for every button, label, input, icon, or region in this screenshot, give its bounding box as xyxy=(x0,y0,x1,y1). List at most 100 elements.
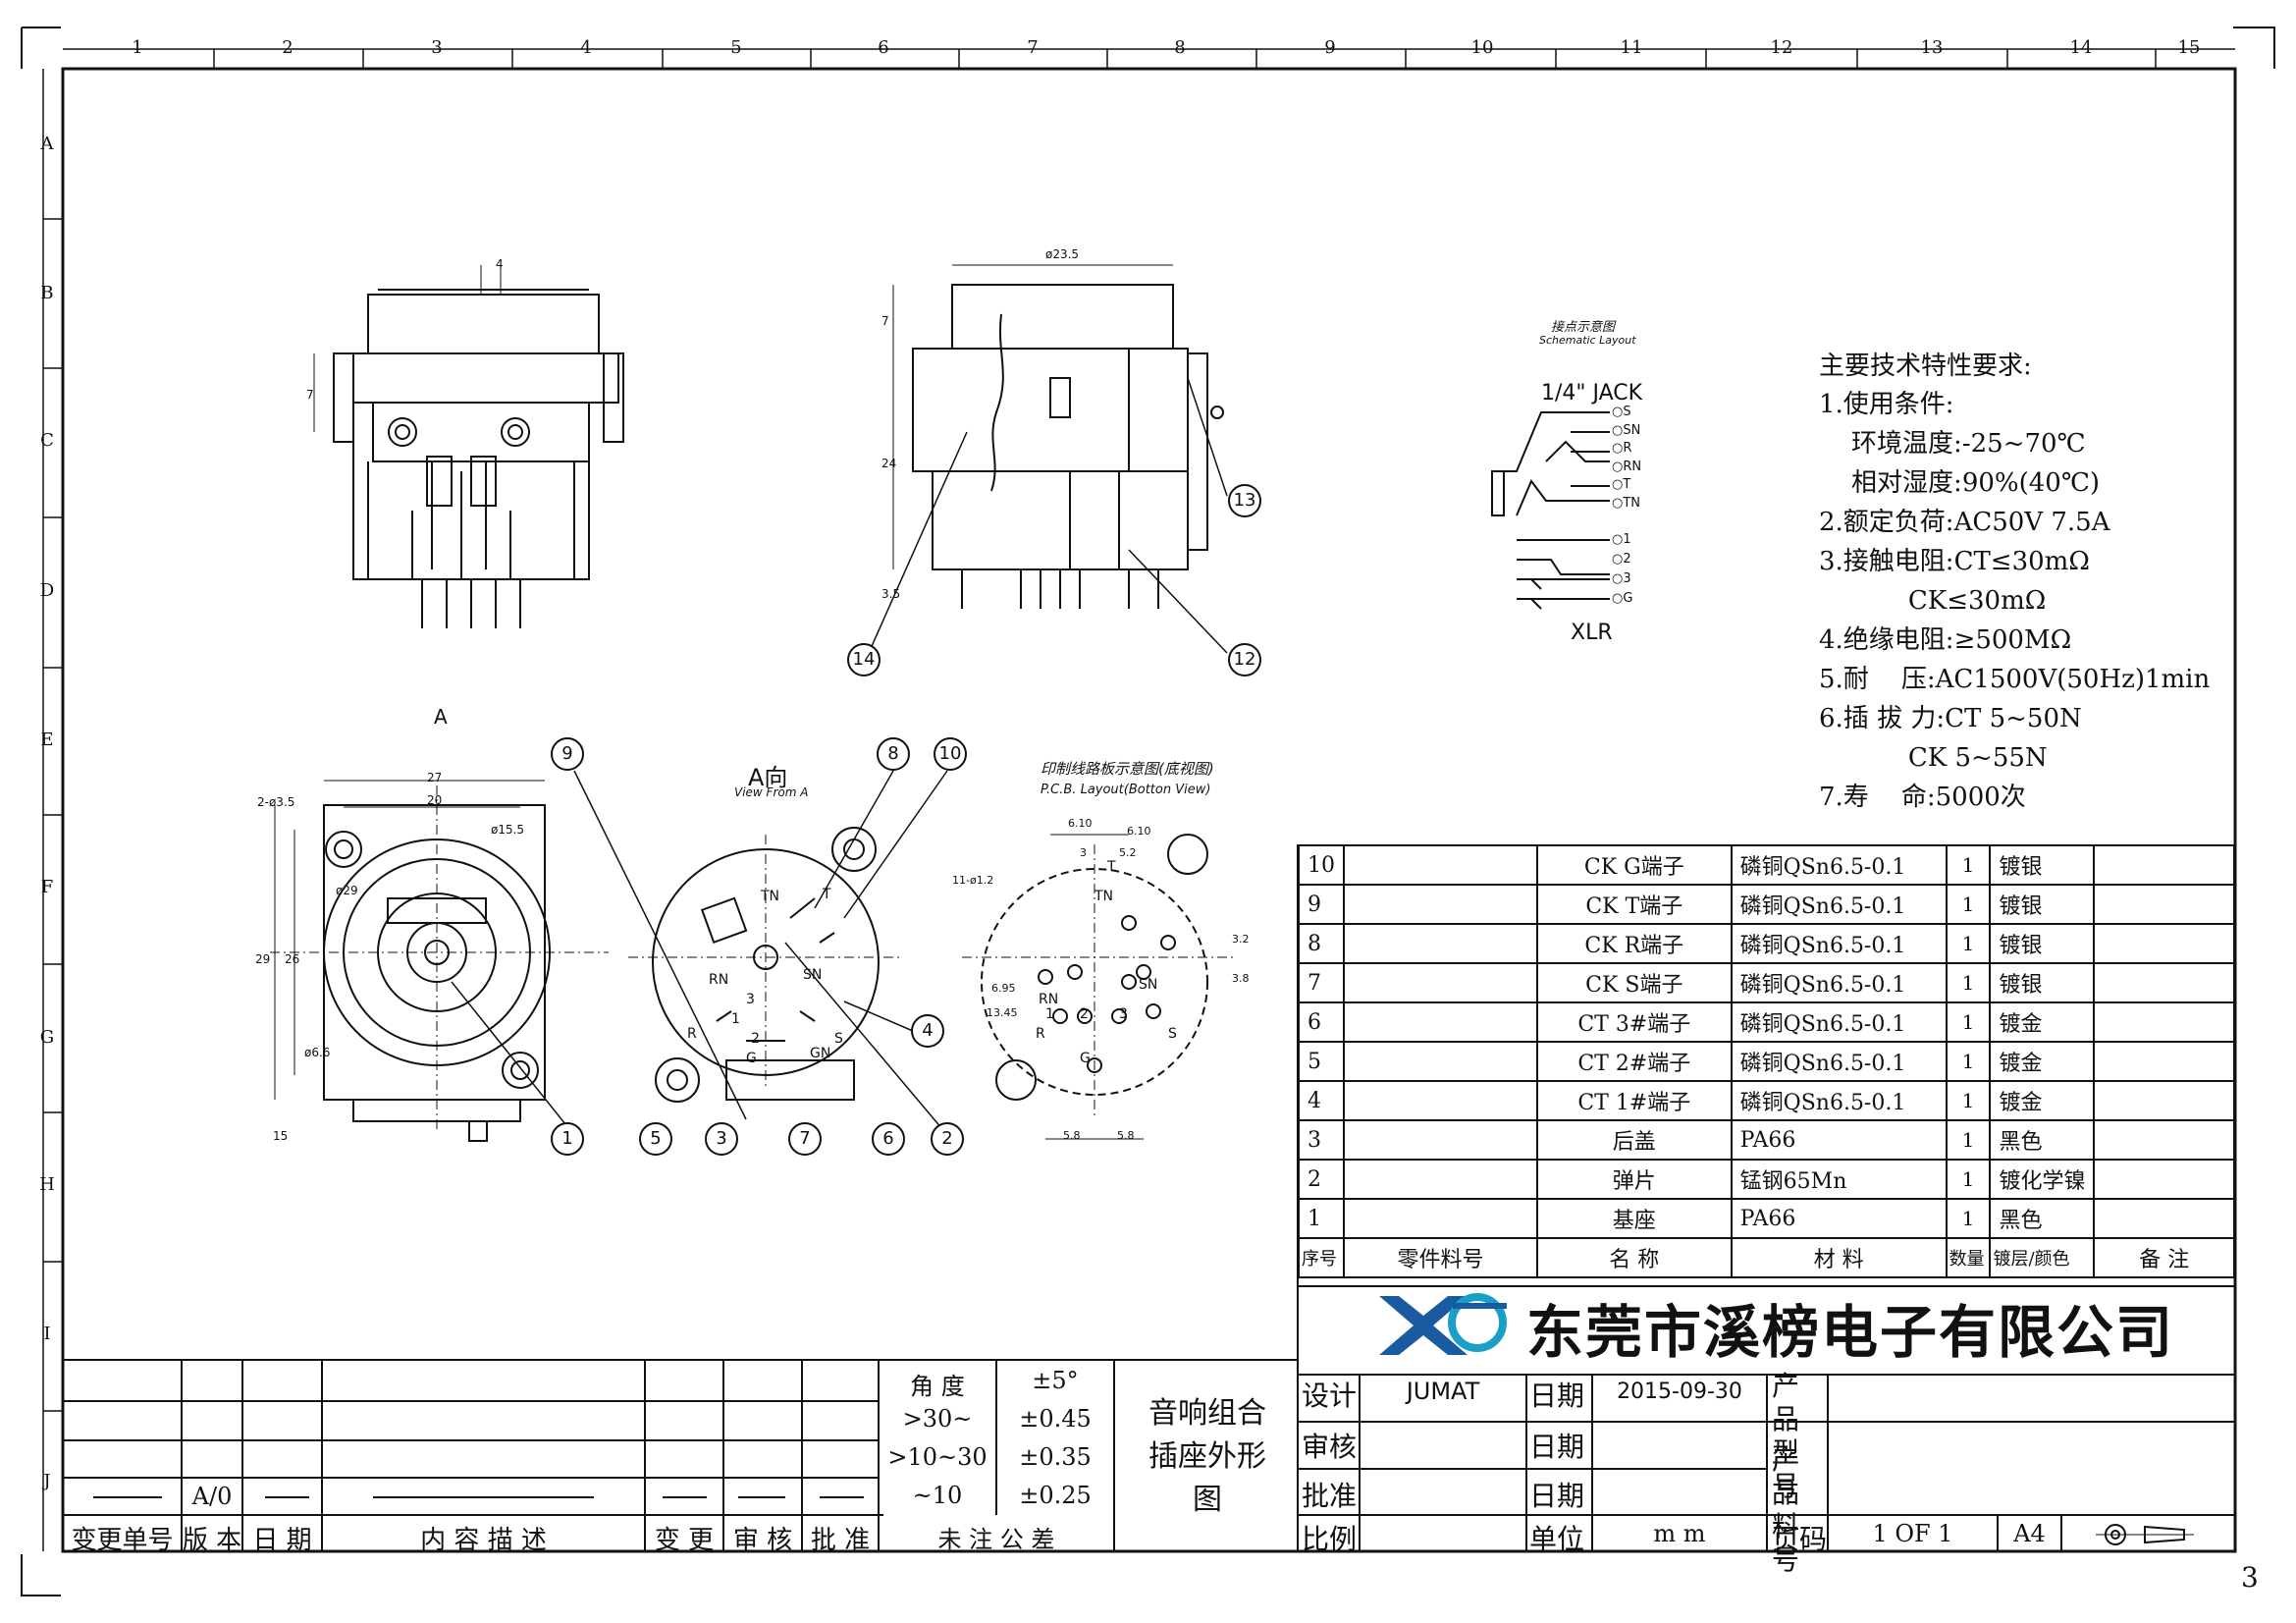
ruler-ticks xyxy=(43,49,2157,1412)
bom-cell-finish: 镀金 xyxy=(1989,1001,2096,1043)
projection-symbol-icon xyxy=(2096,1524,2194,1545)
ruler-column-5: 5 xyxy=(730,37,742,58)
callout-9: 9 xyxy=(551,737,584,771)
dim-pcb-1: 3 xyxy=(1080,846,1087,859)
tech-line-5: 3.接触电阻:CT≤30mΩ xyxy=(1819,547,2090,576)
xlr-label: XLR xyxy=(1571,621,1613,645)
pcb-pin-TN: TN xyxy=(1095,889,1114,904)
ruler-column-9: 9 xyxy=(1324,37,1336,58)
bom-cell-finish: 镀金 xyxy=(1989,1041,2096,1082)
front-pin-TN: TN xyxy=(761,889,780,904)
ruler-column-1: 1 xyxy=(132,37,143,58)
drawing-name: 音响组合插座外形图 xyxy=(1148,1396,1266,1517)
ruler-row-G: G xyxy=(39,1027,55,1048)
bom-cell-no: 8 xyxy=(1298,923,1345,964)
bom-cell-no: 4 xyxy=(1298,1080,1345,1121)
tech-line-6: CK≤30mΩ xyxy=(1819,586,2047,616)
bom-cell-name: 弹片 xyxy=(1535,1159,1733,1200)
dim-top-1: 7 xyxy=(306,388,314,402)
bom-cell-finish: 镀化学镍 xyxy=(1989,1159,2096,1200)
title-block-grid xyxy=(63,844,2235,1551)
bom-cell-part_no xyxy=(1343,1080,1538,1121)
bom-cell-finish: 镀金 xyxy=(1989,1080,2096,1121)
bom-cell-qty: 1 xyxy=(1945,1001,1992,1043)
ruler-row-D: D xyxy=(39,580,55,601)
callout-14: 14 xyxy=(847,643,881,676)
bom-cell-qty: 1 xyxy=(1945,1119,1992,1161)
tolerance-label-3: >10~30 xyxy=(887,1443,988,1471)
bom-cell-part_no xyxy=(1343,1041,1538,1082)
callout-4: 4 xyxy=(911,1014,944,1048)
view-a-subtitle: View From A xyxy=(734,785,809,799)
front-pin-3: 3 xyxy=(746,992,755,1007)
bom-cell-material: 锰钢65Mn xyxy=(1730,1159,1948,1200)
revision-header-5: 变 更 xyxy=(654,1526,715,1555)
bom-header-qty: 数量 xyxy=(1945,1237,1992,1278)
revision-version: A/0 xyxy=(191,1483,233,1510)
revision-header-4: 内 容 描 述 xyxy=(420,1526,547,1555)
crop-mark-tl xyxy=(21,27,61,69)
callout-7: 7 xyxy=(788,1122,822,1156)
dim-side-1: 7 xyxy=(881,314,889,328)
callout-2: 2 xyxy=(931,1122,964,1156)
callout-13: 13 xyxy=(1228,484,1261,517)
bom-cell-no: 7 xyxy=(1298,962,1345,1003)
ruler-column-2: 2 xyxy=(282,37,294,58)
bom-cell-name: CT 3#端子 xyxy=(1535,1001,1733,1043)
design-value: JUMAT xyxy=(1406,1378,1480,1405)
scale-label: 比例 xyxy=(1302,1523,1358,1555)
bom-cell-name: CK S端子 xyxy=(1535,962,1733,1003)
dim-front-2: ø15.5 xyxy=(491,823,525,837)
bom-cell-finish: 黑色 xyxy=(1989,1198,2096,1239)
bom-cell-finish: 镀银 xyxy=(1989,923,2096,964)
tech-line-11: 7.寿 命:5000次 xyxy=(1819,783,2026,812)
bom-cell-qty: 1 xyxy=(1945,1198,1992,1239)
page-label: 页码 xyxy=(1772,1523,1828,1555)
unit-value: m m xyxy=(1653,1520,1706,1547)
bom-cell-material: PA66 xyxy=(1730,1119,1948,1161)
bom-cell-qty: 1 xyxy=(1945,1080,1992,1121)
approve-label: 批准 xyxy=(1302,1480,1358,1512)
tech-line-3: 相对湿度:90%(40℃) xyxy=(1819,468,2101,498)
bom-cell-no: 2 xyxy=(1298,1159,1345,1200)
jack-pin-T: ○T xyxy=(1612,477,1631,492)
dim-front-4: ø6.6 xyxy=(304,1046,331,1059)
bom-cell-material: 磷铜QSn6.5-0.1 xyxy=(1730,1080,1948,1121)
bom-cell-material: 磷铜QSn6.5-0.1 xyxy=(1730,884,1948,925)
tech-line-8: 5.耐 压:AC1500V(50Hz)1min xyxy=(1819,665,2211,694)
dim-front-7: 26 xyxy=(285,952,300,966)
bom-cell-part_no xyxy=(1343,1001,1538,1043)
tolerance-value-3: ±0.35 xyxy=(1019,1443,1092,1471)
ruler-column-12: 12 xyxy=(1770,37,1793,58)
top-view-drawing xyxy=(313,265,624,628)
pcb-layout-drawing xyxy=(962,834,1237,1140)
pcb-pin-3: 3 xyxy=(1119,1006,1128,1022)
jack-pin-R: ○R xyxy=(1612,441,1632,456)
ruler-column-11: 11 xyxy=(1620,37,1643,58)
bom-cell-material: 磷铜QSn6.5-0.1 xyxy=(1730,1001,1948,1043)
pcb-pin-2: 2 xyxy=(1080,1006,1089,1022)
bom-cell-material: 磷铜QSn6.5-0.1 xyxy=(1730,1041,1948,1082)
callout-5: 5 xyxy=(639,1122,672,1156)
xlr-pin-1: ○1 xyxy=(1612,532,1631,547)
tolerance-value-1: ±5° xyxy=(1032,1367,1079,1394)
ruler-row-J: J xyxy=(43,1471,51,1491)
bom-cell-finish: 镀银 xyxy=(1989,844,2096,886)
callout-12: 12 xyxy=(1228,643,1261,676)
bom-cell-name: CT 2#端子 xyxy=(1535,1041,1733,1082)
pcb-pin-SN: SN xyxy=(1139,977,1158,993)
bom-cell-qty: 1 xyxy=(1945,844,1992,886)
ruler-row-A: A xyxy=(40,134,54,154)
bom-cell-remark xyxy=(2093,1198,2235,1239)
jack-pin-S: ○S xyxy=(1612,405,1631,419)
callout-1: 1 xyxy=(551,1122,584,1156)
side-view-drawing xyxy=(892,264,1224,609)
tech-line-2: 环境温度:-25~70℃ xyxy=(1819,429,2086,459)
front-pin-2: 2 xyxy=(751,1031,760,1047)
bom-cell-part_no xyxy=(1343,844,1538,886)
date-label-3: 日期 xyxy=(1529,1480,1585,1512)
bom-cell-material: 磷铜QSn6.5-0.1 xyxy=(1730,844,1948,886)
